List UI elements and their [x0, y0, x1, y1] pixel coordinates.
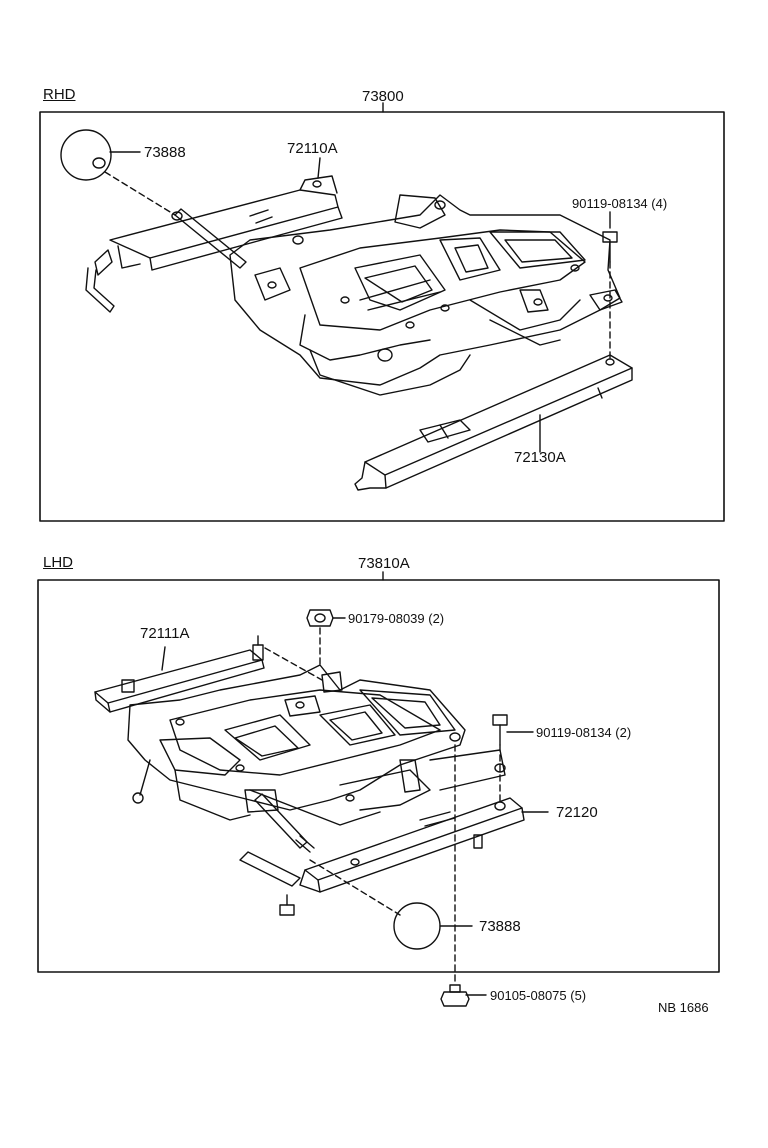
rhd-seat-frame — [229, 194, 623, 396]
lhd-bolt — [492, 714, 534, 806]
lhd-rail-left — [94, 635, 323, 713]
rhd-crank-rod — [171, 208, 247, 269]
rhd-bolt-label: 90119-08134 (4) — [572, 196, 668, 211]
rhd-rail-upper — [85, 157, 343, 313]
rhd-rail-upper-label: 72110A — [287, 140, 338, 157]
lhd-bolt-lower-label: 90105-08075 (5) — [490, 988, 587, 1003]
rhd-rail-lower — [354, 354, 633, 491]
lhd-rail-right — [239, 797, 549, 916]
rhd-section-label: RHD — [43, 86, 76, 103]
lhd-frame — [37, 579, 720, 973]
rhd-knob-label: 73888 — [144, 144, 186, 161]
figure-code: NB 1686 — [658, 1000, 709, 1015]
rhd-bolt — [602, 211, 618, 361]
lhd-bolt-label: 90119-08134 (2) — [536, 725, 632, 740]
rhd-knob — [60, 129, 176, 216]
lhd-seat-frame — [127, 664, 506, 826]
lhd-nut — [306, 609, 346, 666]
rhd-rail-lower-label: 72130A — [514, 449, 566, 466]
lhd-rail-right-label: 72120 — [556, 804, 598, 821]
lhd-crank-rod — [254, 793, 315, 853]
lhd-rail-left-label: 72111A — [140, 625, 190, 642]
lhd-knob — [393, 902, 473, 950]
lhd-section-label: LHD — [43, 554, 74, 571]
lhd-bolt-lower — [440, 744, 487, 1007]
lhd-nut-label: 90179-08039 (2) — [348, 611, 445, 626]
lhd-assembly-number: 73810A — [358, 555, 410, 572]
rhd-frame — [39, 111, 725, 522]
lhd-knob-label: 73888 — [479, 918, 521, 935]
rhd-assembly-number: 73800 — [362, 88, 404, 105]
